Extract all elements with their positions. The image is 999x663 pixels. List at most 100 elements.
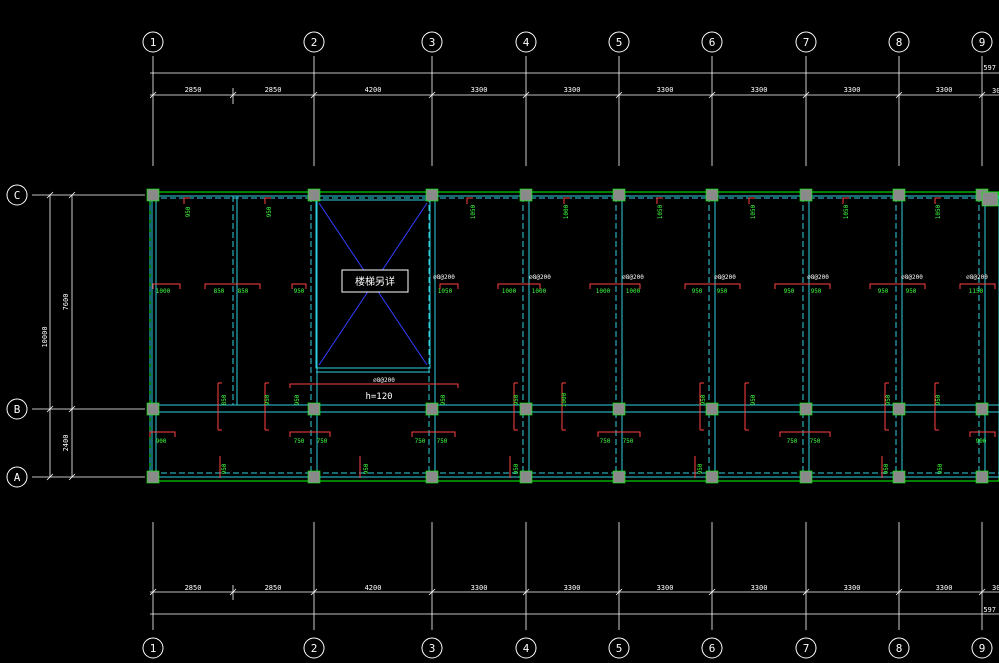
support-rebar-label: 1050 (750, 204, 757, 219)
axis-label-top: 7 (803, 36, 810, 49)
stair-label: 楼梯另详 (355, 275, 395, 288)
crossing-rebar-mark (744, 382, 749, 431)
slab-rebar-mark (289, 383, 459, 388)
column (705, 470, 719, 484)
corridor-rebar-label: 750 (294, 438, 305, 445)
column (892, 402, 906, 416)
support-rebar-mark (842, 197, 849, 204)
support-rebar-mark (563, 197, 570, 204)
support-rebar-mark (183, 197, 190, 204)
crossing-rebar-label: 950 (440, 394, 447, 405)
bay-dim-bottom: 3300 (471, 584, 488, 592)
axis-bubble (142, 31, 164, 53)
column (146, 188, 160, 202)
crossing-rebar-label: 950 (700, 394, 707, 405)
bay-dim-bottom: 3300 (657, 584, 674, 592)
support-rebar-mark (264, 197, 271, 204)
axis-bubble (303, 31, 325, 53)
support-rebar-mark (466, 197, 473, 204)
crossing-rebar-mark (264, 382, 269, 431)
axis-bubble (701, 31, 723, 53)
left-dim-total: 10000 (41, 326, 49, 347)
column (425, 188, 439, 202)
support-rebar-label: 950 (185, 206, 192, 217)
rebar-spacing-tag: ⌀8@200 (807, 274, 829, 281)
bay-dim-top: 3300 (751, 86, 768, 94)
crossing-rebar-label: 950 (885, 394, 892, 405)
row-axis-label: B (14, 403, 21, 416)
bottom-rebar-label: 950 (883, 463, 890, 474)
negative-rebar-mark (684, 283, 741, 289)
bay-dim-bottom: 4200 (365, 584, 382, 592)
corridor-rebar-mark (411, 431, 456, 437)
corridor-rebar-label: 750 (623, 438, 634, 445)
edge-dim-top: 30 (992, 87, 999, 95)
corridor-rebar-mark (779, 431, 831, 437)
negative-rebar-label: 1000 (532, 288, 547, 295)
bay-dim-bottom: 2850 (185, 584, 202, 592)
dim-tick (149, 588, 157, 596)
axis-bubble (795, 637, 817, 659)
dim-tick (895, 91, 903, 99)
axis-bubble (971, 637, 993, 659)
axis-bubble (421, 31, 443, 53)
slab-thickness-label: h=120 (365, 392, 392, 402)
bottom-rebar-label: 950 (363, 463, 370, 474)
axis-label-bottom: 6 (709, 642, 716, 655)
negative-rebar-label: 1000 (502, 288, 517, 295)
crossing-rebar-label: 950 (935, 394, 942, 405)
grid-axis-lines (32, 56, 983, 630)
dim-tick (46, 191, 54, 199)
column (975, 470, 989, 484)
dim-tick (149, 91, 157, 99)
dim-tick (615, 588, 623, 596)
left-dim-lower: 2400 (62, 435, 70, 452)
negative-rebar-label: 950 (692, 288, 703, 295)
bottom-rebar-label: 950 (221, 463, 228, 474)
support-rebar-label: 1000 (563, 204, 570, 219)
support-rebar-label: 1050 (657, 204, 664, 219)
negative-rebar-mark (204, 283, 261, 289)
bay-dim-top: 3300 (564, 86, 581, 94)
column (975, 402, 989, 416)
overall-dim-top: 597 (983, 64, 996, 72)
crossing-rebar-label: 950 (294, 394, 301, 405)
negative-rebar-label: 950 (294, 288, 305, 295)
dim-tick (46, 405, 54, 413)
negative-rebar-mark (291, 283, 307, 289)
axis-bubble (608, 31, 630, 53)
column (146, 402, 160, 416)
plan-border (149, 191, 999, 482)
axis-bubble (142, 637, 164, 659)
crossing-rebar-label: 850 (221, 394, 228, 405)
axis-bubble (303, 637, 325, 659)
negative-rebar-label: 850 (214, 288, 225, 295)
dim-tick (310, 588, 318, 596)
column (892, 470, 906, 484)
dim-tick (522, 588, 530, 596)
corridor-rebar-label: 750 (317, 438, 328, 445)
support-rebar-mark (656, 197, 663, 204)
bay-dim-top: 4200 (365, 86, 382, 94)
crossing-rebar-label: 950 (264, 394, 271, 405)
axis-label-top: 1 (150, 36, 157, 49)
support-rebar-label: 1050 (935, 204, 942, 219)
bay-dim-top: 3300 (471, 86, 488, 94)
negative-rebar-mark (439, 283, 459, 289)
axis-label-bottom: 9 (979, 642, 986, 655)
bay-dim-bottom: 2850 (265, 584, 282, 592)
negative-rebar-label: 1050 (438, 288, 453, 295)
bay-dim-top: 3300 (844, 86, 861, 94)
column (892, 188, 906, 202)
corridor-rebar-label: 750 (810, 438, 821, 445)
corridor-rebar-mark (597, 431, 641, 437)
axis-bubble (701, 637, 723, 659)
axis-label-bottom: 3 (429, 642, 436, 655)
column (425, 470, 439, 484)
dim-tick (802, 91, 810, 99)
negative-rebar-label: 950 (811, 288, 822, 295)
crossing-rebar-mark (934, 382, 939, 431)
row-bubble (6, 466, 28, 488)
corridor-rebar-mark (289, 431, 331, 437)
